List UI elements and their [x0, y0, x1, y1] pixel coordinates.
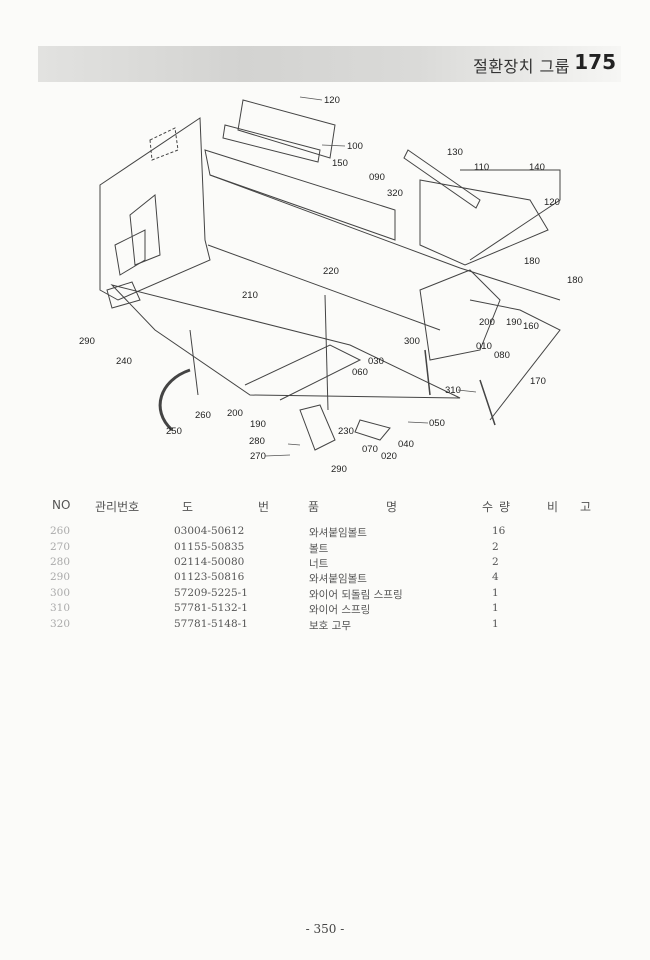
- table-row: 300 57209-5225-1 와이어 되돌림 스프링 1: [50, 587, 499, 601]
- cross-beam: [204, 149, 396, 241]
- diagram-label: 270: [250, 451, 266, 462]
- diagram-label: 120: [544, 197, 560, 208]
- diagram-label: 010: [476, 341, 492, 352]
- group-number: 175: [574, 50, 616, 74]
- left-frame: [99, 117, 211, 301]
- bottom-plate: [110, 284, 461, 399]
- diagram-label: 140: [529, 162, 545, 173]
- col-mgmt: 관리번호: [95, 500, 140, 514]
- diagram-label: 080: [494, 350, 510, 361]
- col-name-a: 품: [308, 500, 320, 514]
- diagram-label: 190: [250, 419, 266, 430]
- col-part-a: 도: [182, 500, 194, 514]
- header-bar: [38, 46, 621, 82]
- diagram-label: 160: [523, 321, 539, 332]
- diagram-label: 070: [362, 444, 378, 455]
- diagram-label: 320: [387, 188, 403, 199]
- table-row: 320 57781-5148-1 보호 고무 1: [50, 618, 499, 632]
- table-row: 270 01155-50835 볼트 2: [50, 541, 499, 555]
- diagram-label: 190: [506, 317, 522, 328]
- diagram-label: 280: [249, 436, 265, 447]
- col-note-b: 고: [580, 500, 592, 514]
- diagram-label: 040: [398, 439, 414, 450]
- diagram-label: 180: [524, 256, 540, 267]
- diagram-label: 210: [242, 290, 258, 301]
- diagram-label: 060: [352, 367, 368, 378]
- diagram-label: 260: [195, 410, 211, 421]
- diagram-label: 030: [368, 356, 384, 367]
- diagram-label: 120: [324, 95, 340, 106]
- right-upper-cover: [419, 179, 549, 266]
- page-title: 절환장치 그룹: [473, 57, 570, 76]
- diagram-label: 290: [331, 464, 347, 475]
- col-no: NO: [52, 498, 71, 512]
- right-mechanism: [419, 269, 501, 361]
- diagram-label: 020: [381, 451, 397, 462]
- top-cover-plate: [237, 99, 336, 159]
- diagram-label: 180: [567, 275, 583, 286]
- col-qty-b: 량: [499, 500, 511, 514]
- table-row: 260 03004-50612 와셔붙임볼트 16: [50, 525, 506, 539]
- col-qty-a: 수: [482, 500, 494, 514]
- center-lever: [324, 294, 329, 411]
- diagram-label: 220: [323, 266, 339, 277]
- diagram-label: 230: [338, 426, 354, 437]
- cable: [158, 368, 191, 432]
- diagram-label: 050: [429, 418, 445, 429]
- diagram-label: 100: [347, 141, 363, 152]
- col-name-b: 명: [386, 500, 398, 514]
- diagram-label: 200: [479, 317, 495, 328]
- diagram-label: 150: [332, 158, 348, 169]
- diagram-label: 240: [116, 356, 132, 367]
- table-row: 310 57781-5132-1 와이어 스프링 1: [50, 602, 499, 616]
- diagram-label: 130: [447, 147, 463, 158]
- col-note-a: 비: [547, 500, 559, 514]
- diagram-label: 250: [166, 426, 182, 437]
- diagram-label: 200: [227, 408, 243, 419]
- exploded-parts-diagram: 120 100 150 090 130 110 140 320 120 220 …: [79, 95, 583, 475]
- table-row: 280 02114-50080 너트 2: [50, 556, 499, 570]
- diagram-label: 090: [369, 172, 385, 183]
- col-part-b: 번: [258, 500, 270, 514]
- table-row: 290 01123-50816 와셔붙임볼트 4: [50, 571, 499, 585]
- diagram-label: 110: [474, 162, 489, 173]
- diagram-label: 170: [530, 376, 546, 387]
- diagram-label: 300: [404, 336, 420, 347]
- parts-table-header: NO 관리번호 도 번 품 명 수 량 비 고: [0, 498, 650, 516]
- page-number: - 350 -: [305, 922, 345, 936]
- diagram-label: 310: [445, 385, 461, 396]
- diagram-label: 290: [79, 336, 95, 347]
